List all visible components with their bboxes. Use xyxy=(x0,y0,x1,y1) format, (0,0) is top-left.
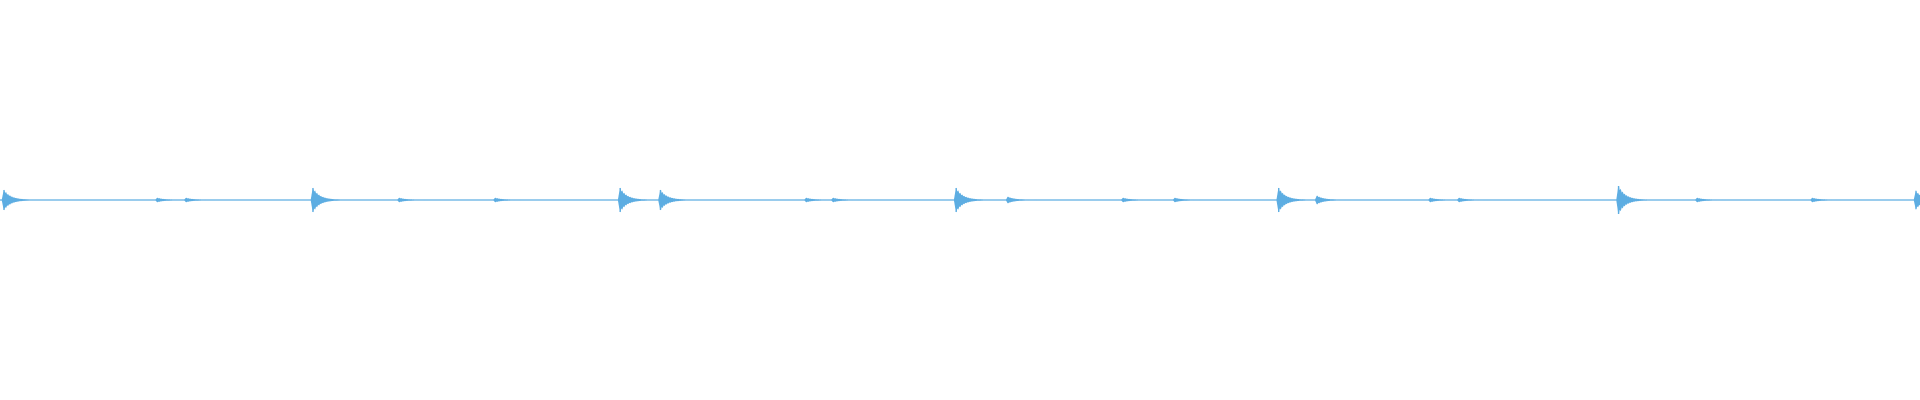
waveform-transient-2 xyxy=(183,197,215,203)
waveform-transient-8 xyxy=(803,197,835,203)
waveform-transient-3 xyxy=(310,187,342,213)
waveform-transient-1 xyxy=(155,197,186,203)
waveform-transient-0 xyxy=(1,189,33,211)
waveform-transients xyxy=(1,185,1920,215)
waveform-transient-7 xyxy=(658,189,689,211)
waveform-transient-14 xyxy=(1276,187,1307,213)
waveform-transient-18 xyxy=(1616,185,1647,215)
waveform-transient-9 xyxy=(830,197,862,203)
waveform-transient-15 xyxy=(1314,195,1346,205)
waveform-transient-21 xyxy=(1913,189,1920,211)
waveform-transient-16 xyxy=(1427,197,1459,203)
waveform-transient-12 xyxy=(1120,197,1152,203)
waveform-transient-13 xyxy=(1172,197,1203,203)
waveform-transient-6 xyxy=(617,187,649,213)
waveform-transient-17 xyxy=(1456,197,1488,203)
waveform-transient-20 xyxy=(1810,197,1841,203)
waveform-transient-4 xyxy=(396,197,428,203)
waveform-transient-11 xyxy=(1005,196,1037,204)
waveform-transient-5 xyxy=(492,197,524,203)
waveform-transient-19 xyxy=(1694,197,1726,203)
waveform-transient-10 xyxy=(953,187,985,213)
